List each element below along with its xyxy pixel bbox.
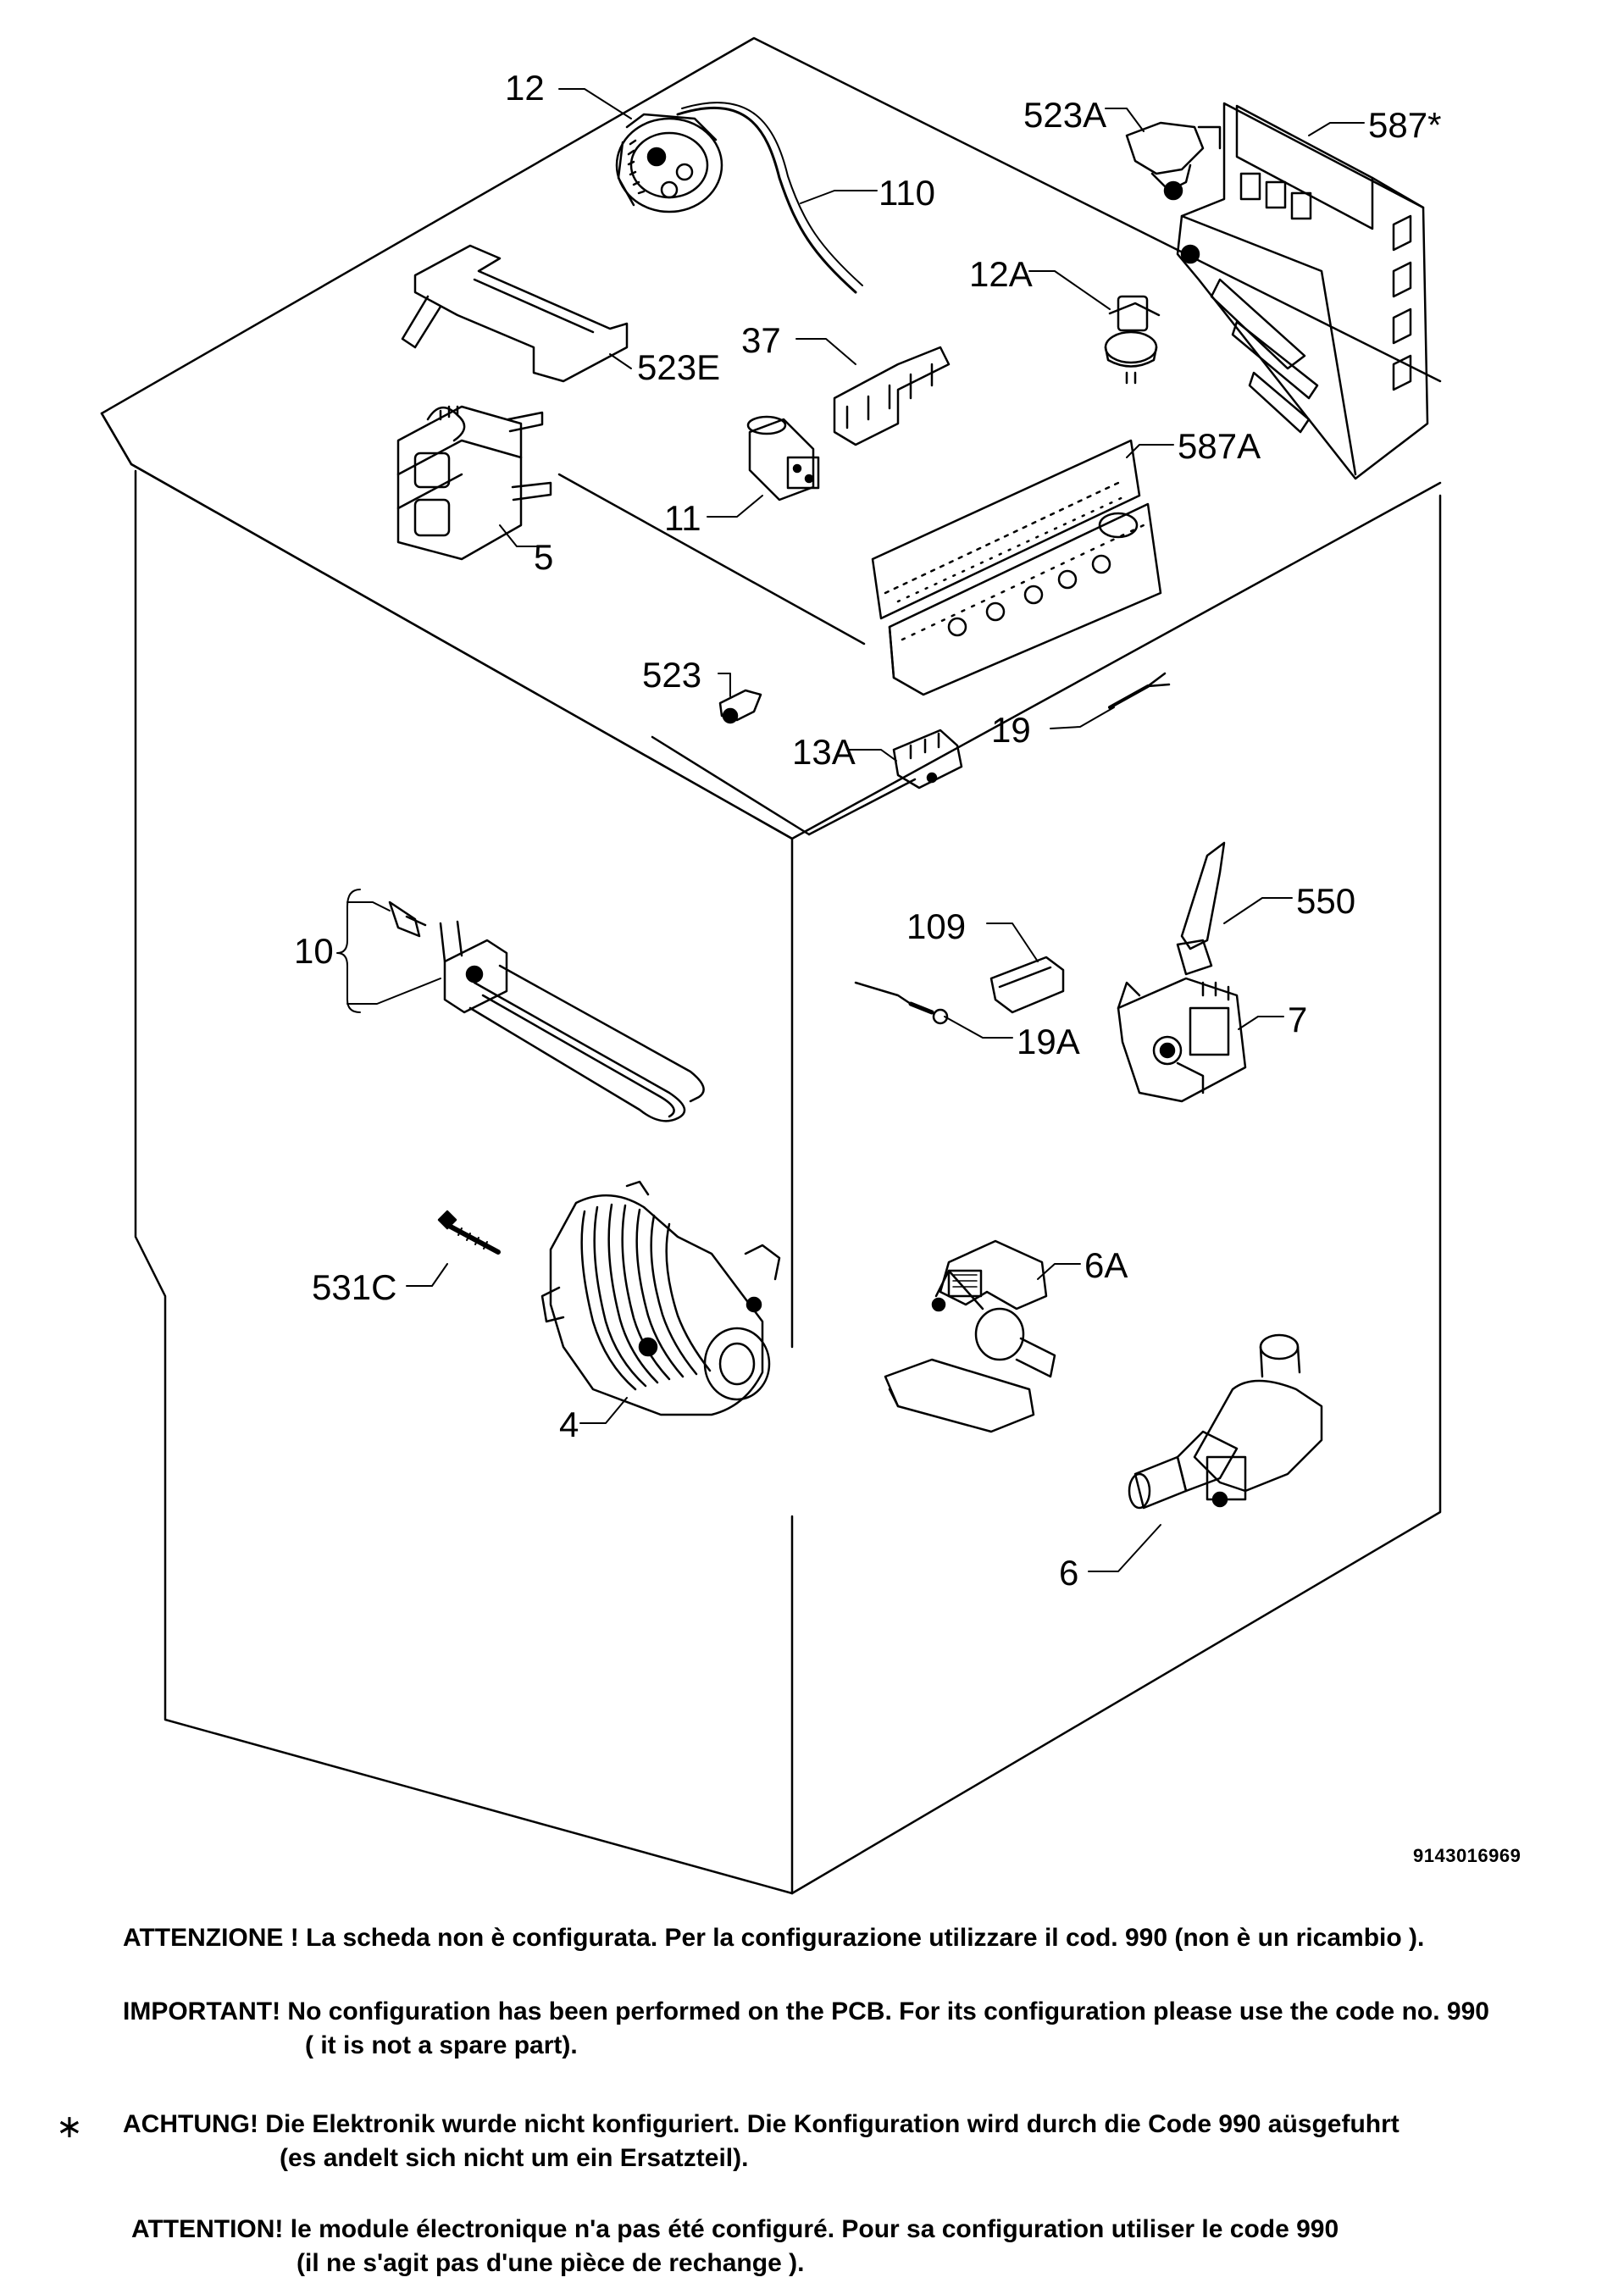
callout-12: 12 — [505, 68, 545, 108]
callout-13a: 13A — [792, 732, 856, 772]
part-110-cable — [676, 102, 863, 294]
callout-19: 19 — [991, 710, 1031, 750]
callout-10: 10 — [294, 931, 334, 971]
part-523-clip — [718, 689, 762, 724]
part-10-heating-element — [388, 900, 705, 1122]
part-587-star-main-pcb — [1176, 102, 1429, 480]
part-587a-control-pcb — [871, 439, 1162, 696]
note-french-line2: (il ne s'agit pas d'une pièce de rechang… — [297, 2249, 805, 2277]
part-523a-clip — [1125, 121, 1222, 201]
callout-587-star: 587* — [1368, 105, 1442, 145]
part-11-capacitor — [746, 415, 820, 501]
note-french-line1: ATTENTION! le module électronique n'a pa… — [131, 2215, 1339, 2243]
callout-523e: 523E — [637, 347, 721, 387]
part-523e-bracket — [401, 244, 629, 383]
part-12-selector-switch — [615, 113, 723, 213]
note-german-line1: ACHTUNG! Die Elektronik wurde nicht konf… — [123, 2110, 1400, 2138]
note-italian: ATTENZIONE ! La scheda non è configurata… — [123, 1921, 1424, 1955]
part-109-cap — [989, 956, 1065, 1014]
callout-19a: 19A — [1017, 1022, 1080, 1061]
note-english-line2: ( it is not a spare part). — [305, 2031, 578, 2059]
callout-531c: 531C — [312, 1267, 397, 1307]
note-french: ATTENTION! le module électronique n'a pa… — [131, 2213, 1339, 2280]
note-german: ACHTUNG! Die Elektronik wurde nicht konf… — [123, 2108, 1400, 2175]
callout-6a: 6A — [1084, 1245, 1128, 1285]
note-english-line1: IMPORTANT! No configuration has been per… — [123, 1998, 1489, 2025]
leader-lines — [346, 88, 1365, 1572]
part-5-inlet-valve — [396, 405, 552, 561]
callout-6: 6 — [1059, 1553, 1079, 1593]
callout-37: 37 — [741, 320, 781, 360]
note-german-line2: (es andelt sich nicht um ein Ersatzteil)… — [280, 2144, 749, 2172]
cabinet-outline — [100, 36, 1442, 1895]
note-english: IMPORTANT! No configuration has been per… — [123, 1995, 1489, 2063]
callout-4: 4 — [559, 1405, 579, 1444]
part-13a-connector — [892, 729, 963, 790]
part-4-motor — [540, 1180, 781, 1416]
part-531c-screw — [437, 1210, 501, 1255]
part-19-ntc-sensor — [1108, 672, 1171, 709]
callout-523a: 523A — [1023, 95, 1107, 135]
part-6a-pump — [884, 1239, 1056, 1433]
part-7-door-lock — [1117, 977, 1247, 1103]
part-550-lever — [1176, 841, 1226, 976]
callout-550: 550 — [1296, 881, 1356, 921]
part-37-connector-block — [833, 346, 951, 446]
asterisk-marker: ∗ — [56, 2109, 83, 2145]
callout-5: 5 — [534, 537, 554, 577]
callout-7: 7 — [1288, 1000, 1308, 1039]
callout-109: 109 — [906, 906, 967, 946]
part-10-brace — [336, 889, 361, 1013]
part-19a-sensor — [854, 981, 949, 1025]
callout-11: 11 — [664, 498, 701, 538]
document-number: 9143016969 — [1413, 1845, 1521, 1866]
part-6-drain-pump — [1128, 1333, 1323, 1510]
part-12a-pressure-switch — [1104, 295, 1161, 385]
callout-523: 523 — [642, 655, 702, 695]
callout-110: 110 — [879, 173, 935, 213]
callout-12a: 12A — [969, 254, 1033, 294]
note-italian-text: ATTENZIONE ! La scheda non è configurata… — [123, 1924, 1425, 1952]
callout-587a: 587A — [1178, 426, 1261, 466]
